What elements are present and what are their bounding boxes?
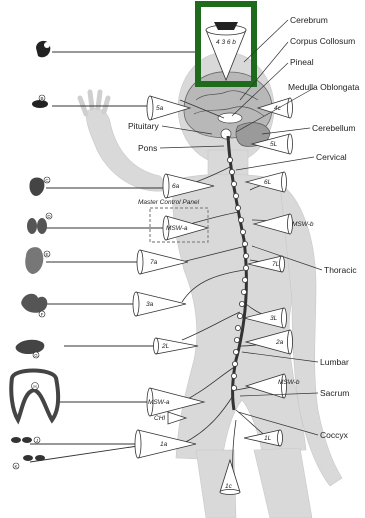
cone-label: 3L xyxy=(270,315,278,322)
organ-label: F xyxy=(41,312,44,317)
label-medulla-oblongata: Medulla Oblongata xyxy=(288,82,360,92)
cone-label: 2L xyxy=(161,343,170,350)
organ-label: G xyxy=(34,353,38,358)
cone-label: 1L xyxy=(264,435,272,442)
cone-label: MSW-a xyxy=(166,225,188,232)
organ-c-icon: C xyxy=(29,177,50,196)
organ-h-icon: H xyxy=(11,371,58,421)
organ-label: A xyxy=(45,43,48,48)
organ-f-icon: F xyxy=(21,294,47,317)
cone-label: 6a xyxy=(172,183,180,190)
cone-3a xyxy=(136,292,186,316)
organ-b-icon: B xyxy=(32,95,48,108)
label-pituitary: Pituitary xyxy=(128,121,159,131)
cone-label: 5L xyxy=(270,141,278,148)
organ-label: K xyxy=(14,464,17,469)
label-thoracic: Thoracic xyxy=(324,265,357,275)
cone-label: MSW-a xyxy=(148,399,170,406)
label-cerebrum: Cerebrum xyxy=(290,15,328,25)
label-sacrum: Sacrum xyxy=(320,388,349,398)
organ-d-icon: D xyxy=(27,213,52,234)
organ-j-icon: J xyxy=(11,437,40,443)
cone-label: 6L xyxy=(264,179,272,186)
label-cerebellum: Cerebellum xyxy=(312,123,355,133)
label-coccyx: Coccyx xyxy=(320,430,349,440)
cone-top-label: 4 3 6 b xyxy=(216,39,236,46)
cone-label: CHI xyxy=(154,415,165,422)
label-lumbar: Lumbar xyxy=(320,357,349,367)
label-corpus-collosum: Corpus Collosum xyxy=(290,36,355,46)
label-cervical: Cervical xyxy=(316,152,347,162)
cone-label: 7L xyxy=(272,261,280,268)
organ-e-icon: E xyxy=(25,247,50,274)
organ-label: E xyxy=(45,252,48,257)
organ-a-icon: A xyxy=(36,41,50,57)
cone-label: 5a xyxy=(156,105,164,112)
label-pons: Pons xyxy=(138,143,157,153)
cone-label: 1c xyxy=(225,483,233,490)
cone-label: MSW-b xyxy=(278,379,300,386)
organ-label: H xyxy=(33,384,36,389)
cone-label: 2a xyxy=(275,339,284,346)
organ-label: B xyxy=(40,96,43,101)
cone-label: MSW-b xyxy=(292,221,314,228)
cone-label: 7a xyxy=(150,259,158,266)
cone-label: 1a xyxy=(160,441,168,448)
master-control-panel-label: Master Control Panel xyxy=(138,199,200,206)
label-pineal: Pineal xyxy=(290,57,314,67)
organ-g-icon: G xyxy=(16,340,45,358)
organ-k-icon: K xyxy=(13,455,45,469)
cone-label: 3a xyxy=(146,301,154,308)
organ-label: J xyxy=(36,438,38,443)
